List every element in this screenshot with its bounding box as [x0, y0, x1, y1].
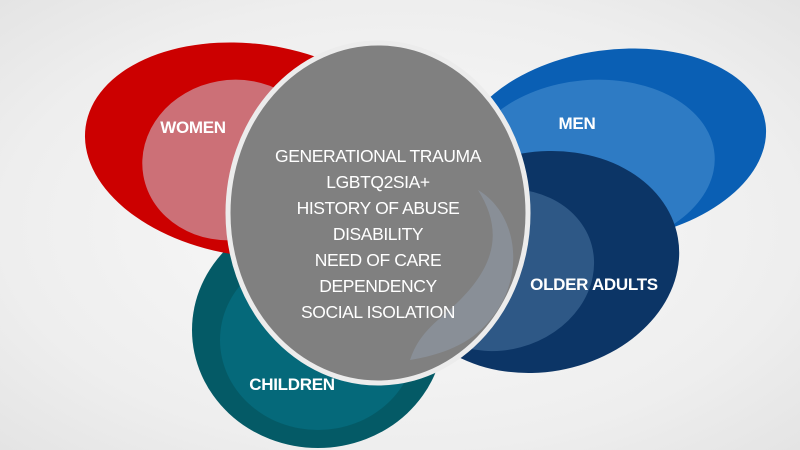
older-adults-label: OLDER ADULTS — [530, 275, 658, 294]
risk-factor-item: LGBTQ2SIA+ — [326, 172, 430, 192]
risk-factor-item: NEED OF CARE — [314, 250, 442, 270]
men-label: MEN — [558, 114, 596, 133]
center-circle — [225, 40, 531, 386]
risk-factor-item: GENERATIONAL TRAUMA — [275, 146, 481, 166]
risk-factor-item: DEPENDENCY — [319, 276, 437, 296]
risk-factor-item: SOCIAL ISOLATION — [300, 302, 456, 322]
risk-factor-item: DISABILITY — [332, 224, 424, 244]
risk-factor-item: HISTORY OF ABUSE — [296, 198, 460, 218]
center-highlight — [410, 190, 514, 360]
women-label: WOMEN — [160, 118, 226, 137]
children-label: CHILDREN — [249, 375, 335, 394]
risk-factors-list: GENERATIONAL TRAUMA LGBTQ2SIA+ HISTORY OF … — [275, 143, 481, 325]
